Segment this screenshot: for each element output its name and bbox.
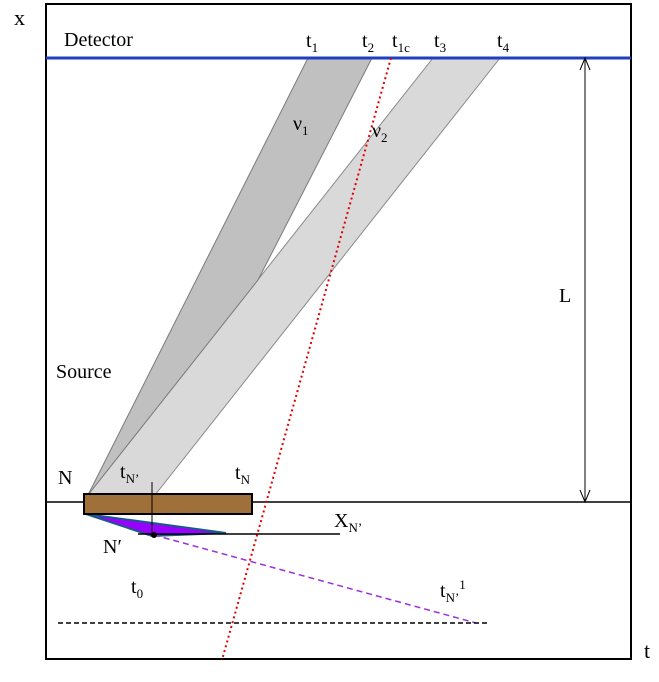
t1-label: t1 bbox=[306, 30, 318, 55]
t-axis-label: t bbox=[644, 638, 650, 663]
detector-label: Detector bbox=[64, 29, 133, 51]
beam-nu1 bbox=[87, 57, 373, 496]
nu1-label: ν1 bbox=[293, 113, 309, 138]
tN-prime-1-label: tN’1 bbox=[440, 577, 466, 605]
purple-region bbox=[85, 513, 227, 538]
arrow-head-bottom bbox=[579, 489, 591, 504]
t2-label: t2 bbox=[362, 30, 374, 55]
t1c-label: t1c bbox=[392, 30, 410, 55]
n-prime-label: N′ bbox=[103, 536, 122, 558]
xN-prime-label: XN’ bbox=[334, 510, 362, 535]
n-label: N bbox=[58, 467, 72, 489]
arrow-head-top bbox=[579, 56, 591, 71]
t3-label: t3 bbox=[434, 30, 446, 55]
red-dotted-line bbox=[221, 57, 392, 661]
t4-label: t4 bbox=[497, 30, 510, 55]
distance-label: L bbox=[559, 285, 571, 307]
n-prime-point bbox=[151, 532, 157, 538]
t0-label: t0 bbox=[131, 576, 143, 601]
nu2-label: ν2 bbox=[372, 120, 388, 145]
plot-frame bbox=[45, 3, 632, 660]
source-label: Source bbox=[56, 361, 112, 383]
source-bar bbox=[83, 493, 253, 515]
purple-dashed-line bbox=[153, 534, 477, 624]
tN-prime-label: tN’ bbox=[120, 461, 139, 486]
x-axis-label: x bbox=[14, 5, 25, 30]
tN-label: tN bbox=[235, 462, 251, 487]
